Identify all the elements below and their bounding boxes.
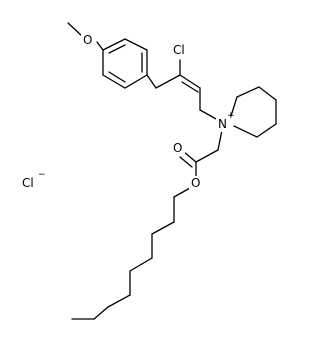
bond-pip-6 bbox=[233, 125, 258, 138]
bond-o-ring bbox=[96, 41, 104, 51]
bond-ring-4 bbox=[124, 74, 148, 89]
nitrogen-label: N bbox=[218, 117, 227, 131]
bond-pip-1 bbox=[230, 96, 238, 117]
bond-pip-2 bbox=[236, 86, 260, 98]
bond-ring-inner-3 bbox=[108, 71, 126, 83]
nitrogen-charge: + bbox=[227, 111, 235, 121]
bond-ring-inner-1 bbox=[108, 44, 126, 54]
bond-pip-5 bbox=[256, 123, 277, 138]
bond-ccl-ch bbox=[179, 74, 201, 89]
chloride-charge: − bbox=[38, 170, 46, 180]
bond-decyl-6 bbox=[107, 294, 131, 308]
nitrogen-mask bbox=[216, 117, 232, 132]
ester-oxygen-label: O bbox=[191, 176, 200, 190]
chlorine-label: Cl bbox=[173, 43, 185, 57]
bond-ccl-ch-double bbox=[181, 81, 199, 93]
bond-ring-ch2 bbox=[146, 74, 157, 89]
bond-co-o-double-a bbox=[183, 151, 197, 163]
atom-labels: O Cl N + O O Cl − bbox=[22, 33, 235, 190]
bond-co-o-double-b bbox=[179, 156, 193, 168]
bond-ch2-ccl bbox=[155, 74, 181, 89]
bond-ring-1 bbox=[102, 38, 126, 51]
methoxy-oxygen-mask bbox=[81, 33, 95, 47]
bond-ch2-co bbox=[195, 149, 219, 163]
carbonyl-oxygen-mask bbox=[171, 141, 185, 155]
chloride-label: Cl bbox=[22, 176, 34, 190]
bond-ch2-n bbox=[199, 109, 219, 121]
chlorine-mask bbox=[171, 42, 190, 57]
bond-oester-c1 bbox=[173, 187, 191, 198]
chemical-structure: O Cl N + O O Cl − bbox=[22, 22, 277, 320]
ester-oxygen-mask bbox=[189, 176, 203, 190]
methoxy-oxygen-label: O bbox=[83, 33, 92, 47]
bond-decyl-7 bbox=[93, 306, 109, 320]
bond-pip-3 bbox=[258, 86, 277, 101]
bond-methyl-o bbox=[67, 22, 83, 37]
bond-decyl-4 bbox=[129, 257, 153, 272]
bond-ring-2 bbox=[124, 38, 148, 51]
bond-ring-5 bbox=[102, 74, 126, 89]
bond-n-ch2 bbox=[217, 129, 223, 151]
bonds bbox=[67, 22, 277, 320]
carbonyl-oxygen-label: O bbox=[173, 141, 182, 155]
bond-decyl-2 bbox=[151, 221, 175, 235]
